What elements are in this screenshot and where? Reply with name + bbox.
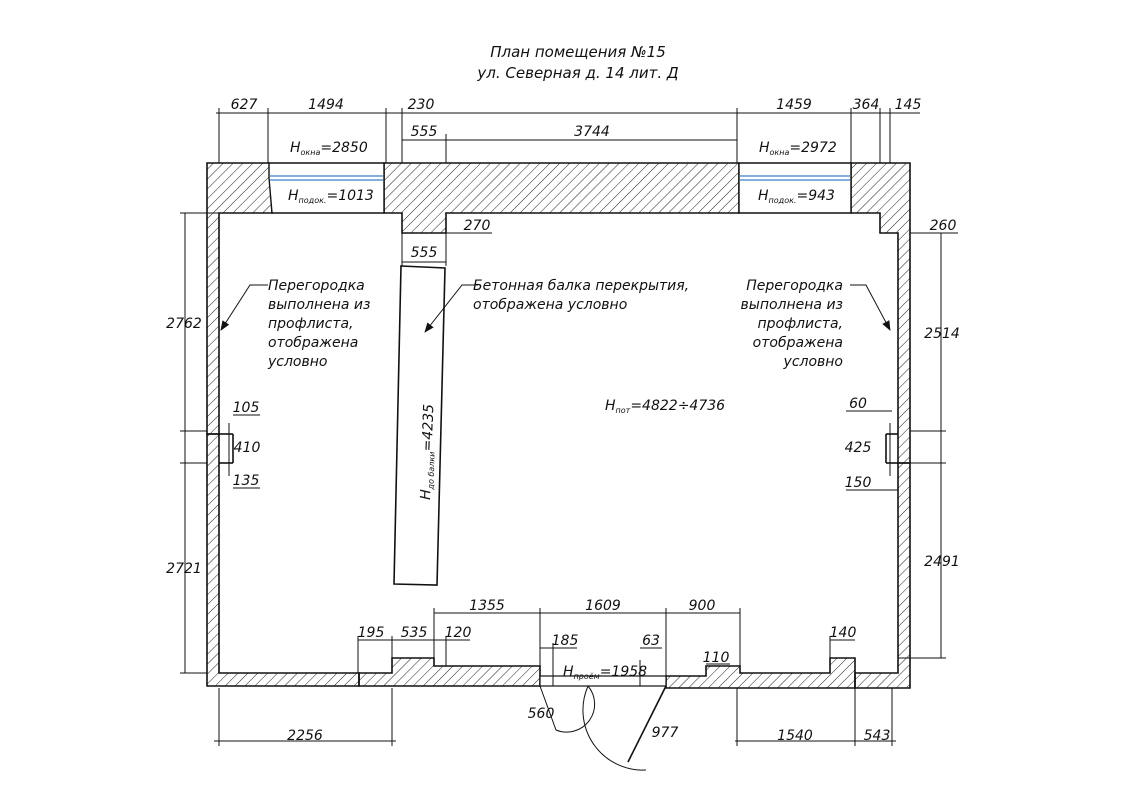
beam-note: Бетонная балка перекрытия, отображена ус… — [473, 278, 689, 313]
dim-bottom-900: 900 — [689, 598, 716, 614]
dimension-labels: 627 1494 230 555 3744 1459 364 145 270 5… — [166, 97, 960, 744]
svg-text:условно: условно — [267, 354, 327, 370]
left-wall-lower — [206, 433, 360, 687]
dim-bottom-110: 110 — [703, 650, 730, 666]
svg-text:отображена условно: отображена условно — [473, 297, 627, 313]
dim-left-2762: 2762 — [166, 316, 202, 332]
dim-top-1459: 1459 — [776, 97, 812, 113]
dim-left-2721: 2721 — [166, 561, 202, 577]
window-left-sill: Hподок.=1013 — [288, 188, 374, 205]
plan-address: ул. Северная д. 14 лит. Д — [476, 64, 678, 82]
dim-top-145: 145 — [895, 97, 922, 113]
dim-bottom-63: 63 — [642, 633, 660, 649]
svg-text:отображена: отображена — [268, 335, 358, 351]
svg-text:выполнена из: выполнена из — [741, 297, 843, 313]
dim-inner-270: 270 — [464, 218, 491, 234]
svg-text:Перегородка: Перегородка — [746, 278, 843, 294]
partition-note-left: Перегородка выполнена из профлиста, отоб… — [267, 278, 370, 370]
dim-bottom-185: 185 — [552, 633, 579, 649]
dim-top-555: 555 — [411, 124, 438, 140]
svg-text:профлиста,: профлиста, — [757, 316, 843, 332]
window-right-sill: Hподок.=943 — [758, 188, 835, 205]
right-wall-lower — [854, 462, 911, 689]
bottom-wall-right — [665, 657, 856, 689]
svg-text:условно: условно — [783, 354, 843, 370]
window-left-height: Hокна=2850 — [290, 140, 368, 157]
dim-right-2491: 2491 — [924, 554, 960, 570]
svg-text:Бетонная балка перекрытия,: Бетонная балка перекрытия, — [473, 278, 689, 294]
dim-top-230: 230 — [408, 97, 435, 113]
plan-title: План помещения №15 — [490, 43, 666, 61]
partition-note-right: Перегородка выполнена из профлиста, отоб… — [741, 278, 843, 370]
dim-top-1494: 1494 — [308, 97, 344, 113]
dim-bottom-2256: 2256 — [287, 728, 323, 744]
door-opening-height: Hпроём=1958 — [563, 664, 647, 681]
dim-top-627: 627 — [231, 97, 258, 113]
dim-bottom-140: 140 — [830, 625, 857, 641]
dim-right-60: 60 — [849, 396, 867, 412]
dim-left-410: 410 — [234, 440, 261, 456]
dim-right-150: 150 — [845, 475, 872, 491]
svg-text:профлиста,: профлиста, — [268, 316, 354, 332]
window-labels: Hокна=2850 Hподок.=1013 Hокна=2972 Hподо… — [288, 140, 837, 205]
svg-text:отображена: отображена — [753, 335, 843, 351]
dim-bottom-535: 535 — [401, 625, 428, 641]
dim-bottom-1540: 1540 — [777, 728, 813, 744]
window-right-height: Hокна=2972 — [759, 140, 837, 157]
dim-bottom-120: 120 — [445, 625, 472, 641]
svg-text:Перегородка: Перегородка — [268, 278, 365, 294]
svg-text:выполнена из: выполнена из — [268, 297, 370, 313]
dim-left-105: 105 — [233, 400, 260, 416]
dim-bottom-543: 543 — [864, 728, 891, 744]
top-wall-middle — [383, 162, 740, 234]
dim-bottom-1355: 1355 — [469, 598, 505, 614]
dim-inner-260: 260 — [930, 218, 957, 234]
dim-right-425: 425 — [845, 440, 872, 456]
dim-bottom-1609: 1609 — [585, 598, 621, 614]
walls — [206, 162, 911, 689]
dim-right-2514: 2514 — [924, 326, 960, 342]
dim-inner-555: 555 — [411, 245, 438, 261]
dimension-lines — [180, 108, 958, 763]
beam-height: Hдо балки=4235 — [418, 404, 438, 500]
bottom-wall-left — [358, 657, 541, 687]
dim-top-364: 364 — [853, 97, 880, 113]
top-wall-left — [206, 162, 273, 435]
top-wall-right — [850, 162, 911, 464]
dim-left-135: 135 — [233, 473, 260, 489]
dim-bottom-560: 560 — [528, 706, 555, 722]
dim-bottom-977: 977 — [652, 725, 679, 741]
beam-outline — [393, 265, 446, 586]
dim-top-3744: 3744 — [574, 124, 610, 140]
dim-bottom-195: 195 — [358, 625, 385, 641]
ceiling-height: Hпот=4822÷4736 — [605, 398, 725, 415]
